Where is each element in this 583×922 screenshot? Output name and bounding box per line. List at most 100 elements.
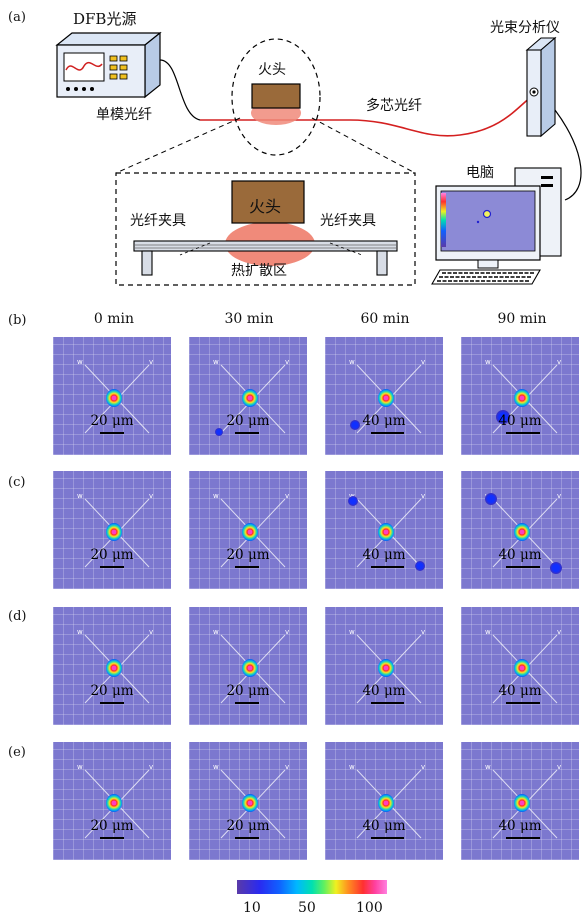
axis-w-label: w <box>213 358 219 366</box>
beam-profile-tile: w v 20 μm <box>189 471 307 589</box>
axis-v-label: v <box>285 628 289 636</box>
scale-bar-label: 40 μm <box>498 818 542 834</box>
colorbar <box>237 880 387 894</box>
beam-spot <box>378 794 394 812</box>
row-label-b: (b) <box>8 313 27 328</box>
beam-spot <box>242 659 258 677</box>
scale-bar-label: 20 μm <box>226 547 270 563</box>
beam-spot <box>242 794 258 812</box>
scale-bar <box>506 566 540 568</box>
beam-spot <box>378 659 394 677</box>
axis-v-label: v <box>421 492 425 500</box>
scale-bar-label: 20 μm <box>226 413 270 429</box>
scale-bar <box>371 566 404 568</box>
axis-w-label: w <box>77 358 83 366</box>
beam-profile-tile: w v 20 μm <box>53 607 171 725</box>
scale-bar-label: 40 μm <box>362 547 406 563</box>
ghost-spot <box>215 428 223 436</box>
beam-profile-tile: w v 40 μm <box>461 337 579 455</box>
scale-bar-label: 20 μm <box>90 413 134 429</box>
beam-spot <box>378 389 394 407</box>
axis-v-label: v <box>557 358 561 366</box>
scale-bar <box>100 432 124 434</box>
axis-w-label: w <box>485 628 491 636</box>
scale-bar <box>371 702 404 704</box>
axis-v-label: v <box>285 492 289 500</box>
axis-v-label: v <box>149 358 153 366</box>
ghost-spot <box>496 410 510 424</box>
ghost-spot <box>348 496 358 506</box>
ghost-spot <box>550 562 562 574</box>
scale-bar-label: 20 μm <box>226 683 270 699</box>
axis-v-label: v <box>149 492 153 500</box>
axis-w-label: w <box>77 628 83 636</box>
scale-bar <box>371 432 404 434</box>
axis-v-label: v <box>557 763 561 771</box>
beam-spot <box>514 659 530 677</box>
scale-bar <box>371 837 404 839</box>
axis-w-label: w <box>213 492 219 500</box>
beam-analyzer-icon <box>525 36 557 138</box>
scale-bar-label: 40 μm <box>362 413 406 429</box>
torch-label: 火头 <box>258 62 286 78</box>
dfb-laser-icon <box>55 31 162 99</box>
ghost-spot <box>485 493 497 505</box>
ghost-spot <box>415 561 425 571</box>
beam-analyzer-label: 光束分析仪 <box>490 20 560 36</box>
panel-a-label: (a) <box>8 10 26 25</box>
beam-spot <box>242 389 258 407</box>
scale-bar <box>235 566 259 568</box>
axis-v-label: v <box>557 628 561 636</box>
colorbar-mid-label: 50 <box>298 900 316 916</box>
axis-v-label: v <box>149 628 153 636</box>
beam-profile-tile: w v 40 μm <box>461 607 579 725</box>
time-label-1: 30 min <box>224 311 274 327</box>
axis-w-label: w <box>485 763 491 771</box>
colorbar-max-label: 100 <box>356 900 383 916</box>
axis-w-label: w <box>349 763 355 771</box>
clamp-right-label: 光纤夹具 <box>320 213 376 229</box>
axis-w-label: w <box>213 763 219 771</box>
beam-spot <box>514 523 530 541</box>
row-label-c: (c) <box>8 475 26 490</box>
axis-w-label: w <box>485 358 491 366</box>
beam-spot <box>106 794 122 812</box>
scale-bar <box>235 702 259 704</box>
scale-bar-label: 40 μm <box>362 818 406 834</box>
scale-bar <box>100 566 124 568</box>
scale-bar-label: 20 μm <box>90 683 134 699</box>
scale-bar-label: 40 μm <box>362 683 406 699</box>
time-label-0: 0 min <box>93 311 135 327</box>
computer-icon <box>431 167 562 285</box>
scale-bar <box>100 837 124 839</box>
scale-bar-label: 40 μm <box>498 683 542 699</box>
beam-spot <box>106 659 122 677</box>
clamp-left-label: 光纤夹具 <box>130 213 186 229</box>
beam-spot <box>514 389 530 407</box>
axis-v-label: v <box>285 358 289 366</box>
scale-bar-label: 20 μm <box>90 818 134 834</box>
time-label-2: 60 min <box>360 311 410 327</box>
axis-v-label: v <box>285 763 289 771</box>
computer-label: 电脑 <box>466 165 494 181</box>
axis-w-label: w <box>349 628 355 636</box>
scale-bar <box>235 837 259 839</box>
zoom-torch-label: 火头 <box>249 197 282 216</box>
axis-v-label: v <box>421 628 425 636</box>
scale-bar <box>235 432 259 434</box>
row-label-d: (d) <box>8 609 27 624</box>
beam-profile-tile: w v 40 μm <box>461 742 579 860</box>
beam-profile-tile: w v 40 μm <box>325 607 443 725</box>
beam-profile-tile: w v 40 μm <box>325 742 443 860</box>
axis-w-label: w <box>77 763 83 771</box>
axis-w-label: w <box>349 358 355 366</box>
scale-bar <box>100 702 124 704</box>
scale-bar-label: 40 μm <box>498 413 542 429</box>
axis-v-label: v <box>421 763 425 771</box>
setup-diagram <box>55 31 582 286</box>
multicore-fiber-label: 多芯光纤 <box>366 98 422 114</box>
